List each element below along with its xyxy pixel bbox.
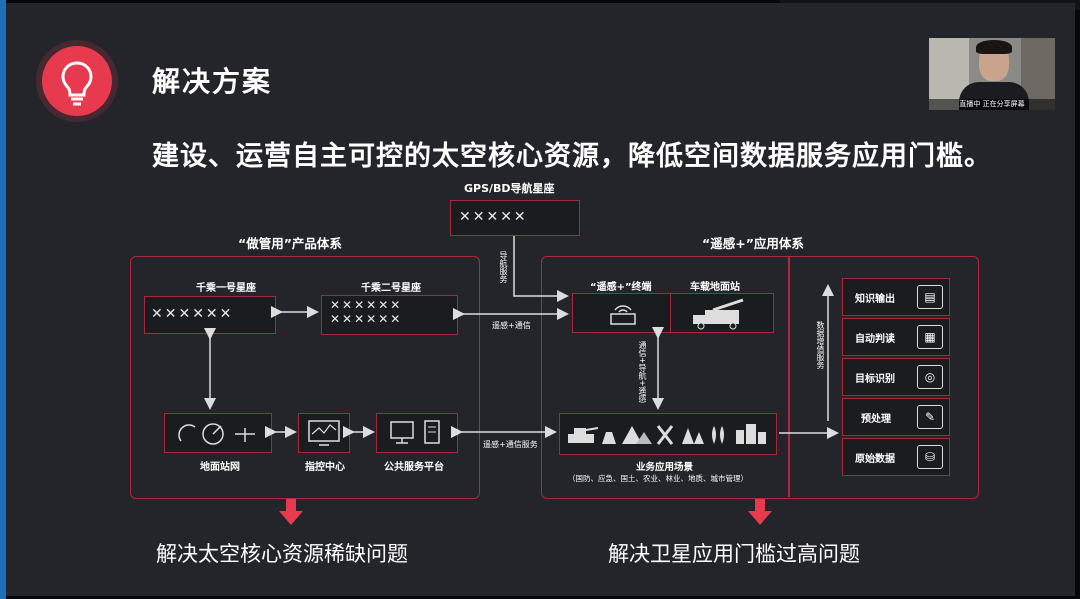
comm-nav-remote-label: 通信+导航+遥感 (637, 341, 648, 402)
nav-service-label: 导航服务 (498, 251, 509, 283)
remote-comm-service-label: 遥感+通信服务 (483, 439, 538, 450)
left-conclusion: 解决太空核心资源稀缺问题 (156, 538, 408, 568)
presentation-slide: 解决方案 建设、运营自主可控的太空核心资源，降低空间数据服务应用门槛。 直播中 … (6, 3, 1075, 596)
diagram-arrows (6, 3, 1075, 596)
remote-comm-label: 遥感+通信 (492, 320, 531, 331)
right-conclusion: 解决卫星应用门槛过高问题 (608, 538, 860, 568)
